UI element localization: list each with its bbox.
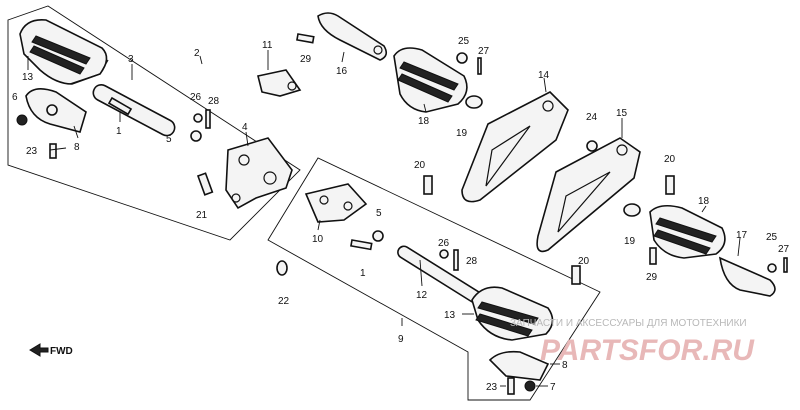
washer-25-right xyxy=(767,263,777,273)
callout-28-top: 28 xyxy=(208,96,220,107)
callout-29-right: 29 xyxy=(646,272,658,283)
callout-23-bottom: 23 xyxy=(486,382,498,393)
washer-24 xyxy=(586,140,598,152)
bolt-29-right xyxy=(649,247,657,265)
callout-13-top: 13 xyxy=(22,72,34,83)
callout-29-top: 29 xyxy=(300,54,312,65)
callout-9: 9 xyxy=(398,334,404,345)
fwd-label: FWD xyxy=(50,346,73,357)
step-bracket-14 xyxy=(461,91,569,203)
footpeg-holder-10 xyxy=(304,183,368,223)
bracket-11 xyxy=(257,69,302,97)
front-assembly-frame xyxy=(267,157,601,401)
washer-26-top xyxy=(193,113,203,123)
washer-19-top xyxy=(465,95,483,109)
callout-27-top: 27 xyxy=(478,46,490,57)
callout-26-top: 26 xyxy=(190,92,202,103)
callout-19-right: 19 xyxy=(624,236,636,247)
callout-1-bottom: 1 xyxy=(360,268,366,279)
nut-7 xyxy=(524,380,536,392)
callout-22: 22 xyxy=(278,296,290,307)
callout-1-top: 1 xyxy=(116,126,122,137)
pin-27-right xyxy=(783,257,788,273)
callout-2: 2 xyxy=(194,48,200,59)
callout-25-right: 25 xyxy=(766,232,778,243)
callout-10: 10 xyxy=(312,234,324,245)
washer-25-top xyxy=(456,52,468,64)
footpeg-arm-17 xyxy=(718,256,776,297)
step-bracket-15 xyxy=(536,137,641,253)
callout-13-bottom: 13 xyxy=(444,310,456,321)
pin-27-top xyxy=(477,57,482,75)
washer-19-right xyxy=(623,203,641,217)
footpeg-rubber-top-left xyxy=(19,18,109,85)
callout-16: 16 xyxy=(336,66,348,77)
callout-21: 21 xyxy=(196,210,208,221)
bracket-8-bottom xyxy=(488,350,550,381)
callout-18-top: 18 xyxy=(418,116,430,127)
leader-lines xyxy=(27,50,741,387)
footpeg-holder-4 xyxy=(225,137,293,210)
callout-7: 7 xyxy=(550,382,556,393)
bolt-29-top xyxy=(296,33,315,44)
clip-28-bottom xyxy=(453,249,459,271)
footpeg-rubber-13-bottom xyxy=(471,286,554,341)
footpeg-arm-16 xyxy=(317,12,388,61)
callout-8-top: 8 xyxy=(74,142,80,153)
callout-15: 15 xyxy=(616,108,628,119)
callout-5-bottom: 5 xyxy=(376,208,382,219)
footpeg-rubber-18-right xyxy=(649,204,726,259)
bolt-23-top xyxy=(49,143,57,159)
callout-labels: 1 1 2 3 4 5 5 6 7 8 8 9 10 11 12 13 13 1… xyxy=(12,36,790,393)
callout-5-top: 5 xyxy=(166,134,172,145)
bracket-top-left xyxy=(16,88,87,133)
bolt-1-top xyxy=(107,96,133,116)
callout-20-b: 20 xyxy=(664,154,676,165)
callout-8-bottom: 8 xyxy=(562,360,568,371)
callout-6: 6 xyxy=(12,92,18,103)
bolt-21 xyxy=(196,172,214,196)
footpeg-rod-top xyxy=(92,84,176,137)
rear-assembly-frame xyxy=(7,5,301,241)
bolt-20-a xyxy=(423,175,433,195)
callout-19-top: 19 xyxy=(456,128,468,139)
clip-28-top xyxy=(205,109,211,129)
callout-20-a: 20 xyxy=(414,160,426,171)
washer-26-bottom xyxy=(439,249,449,259)
callout-25-top: 25 xyxy=(458,36,470,47)
callout-24: 24 xyxy=(586,112,598,123)
fwd-arrow xyxy=(29,343,49,357)
callout-26-bottom: 26 xyxy=(438,238,450,249)
callout-4: 4 xyxy=(242,122,248,133)
callout-17: 17 xyxy=(736,230,748,241)
callout-3: 3 xyxy=(128,54,134,65)
washer-5-bottom xyxy=(372,230,384,242)
callout-23-top: 23 xyxy=(26,146,38,157)
callout-11: 11 xyxy=(262,40,273,51)
callout-14: 14 xyxy=(538,70,550,81)
callout-18-right: 18 xyxy=(698,196,710,207)
bolt-23-bottom xyxy=(507,377,515,395)
callout-27-right: 27 xyxy=(778,244,790,255)
washer-5-top xyxy=(190,130,202,142)
watermark-tagline: ЗАПЧАСТИ И АКСЕССУАРЫ ДЛЯ МОТОТЕХНИКИ xyxy=(510,318,747,329)
bolt-22 xyxy=(276,260,288,276)
bolt-1-bottom xyxy=(350,239,373,251)
footpeg-rubber-18-top xyxy=(393,47,468,113)
bolt-20-b xyxy=(665,175,675,195)
watermark-brand: PARTSFOR.RU xyxy=(540,334,755,367)
callout-28-bottom: 28 xyxy=(466,256,478,267)
bolt-20-c xyxy=(571,265,581,285)
callout-12: 12 xyxy=(416,290,428,301)
callout-20-c: 20 xyxy=(578,256,590,267)
